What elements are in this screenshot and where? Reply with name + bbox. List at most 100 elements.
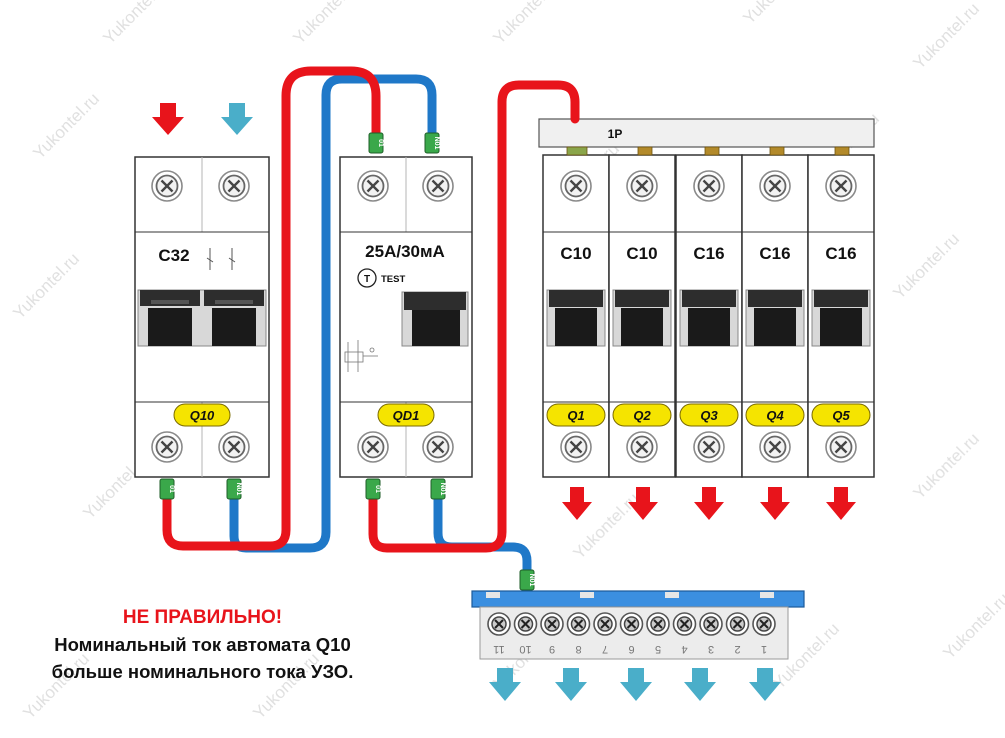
branch-breaker-tag: Q2 bbox=[633, 408, 651, 423]
terminal-screw-icon bbox=[217, 169, 251, 203]
neutral-terminal-screw-icon bbox=[540, 612, 564, 636]
toggle-handle[interactable] bbox=[682, 290, 736, 307]
wire-marker-n01: N01 bbox=[519, 569, 535, 591]
phase-wire-q10-to-rcd bbox=[162, 66, 381, 551]
watermark-text: Yukontel.ru bbox=[99, 0, 173, 48]
wire-marker-label: N01 bbox=[528, 574, 535, 587]
load-out-arrow-icon bbox=[760, 487, 790, 520]
branch-breaker-rating: C16 bbox=[825, 244, 856, 263]
watermark-text: Yukontel.ru bbox=[9, 249, 83, 323]
phase-in-arrow-icon bbox=[152, 103, 184, 135]
terminal-screw-icon bbox=[625, 169, 659, 203]
neutral-terminal-screw-icon bbox=[672, 612, 697, 636]
neutral-terminal-number: 5 bbox=[655, 643, 661, 655]
toggle-handle[interactable] bbox=[615, 290, 669, 307]
rcd-rating: 25A/30мА bbox=[365, 242, 445, 261]
wire-marker-label: N01 bbox=[439, 483, 446, 496]
neutral-terminal-number: 7 bbox=[602, 643, 608, 655]
terminal-screw-icon bbox=[824, 430, 858, 464]
neutral-out-arrow-icon bbox=[620, 668, 652, 701]
wire-marker-n01: N01 bbox=[226, 478, 242, 500]
neutral-terminal-number: 1 bbox=[761, 643, 767, 655]
branch-breaker-rating: C10 bbox=[560, 244, 591, 263]
main-breaker-rating: C32 bbox=[158, 246, 189, 265]
neutral-out-arrow-icon bbox=[684, 668, 716, 701]
neutral-terminal-number: 4 bbox=[681, 643, 687, 655]
terminal-screw-icon bbox=[217, 430, 251, 464]
watermark-text: Yukontel.ru bbox=[29, 89, 103, 163]
rcd-toggle-handle[interactable] bbox=[404, 292, 466, 310]
terminal-screw-icon bbox=[421, 430, 455, 464]
test-label: TEST bbox=[381, 274, 405, 285]
wire-marker-label: N01 bbox=[433, 137, 440, 150]
branch-breaker-rating: C16 bbox=[759, 244, 790, 263]
watermark-text: Yukontel.ru bbox=[909, 0, 983, 73]
neutral-out-arrow-icon bbox=[555, 668, 587, 701]
terminal-screw-icon bbox=[150, 430, 184, 464]
test-button-label: T bbox=[364, 274, 370, 285]
rcd-schematic-icon bbox=[344, 340, 378, 372]
neutral-terminal-number: 11 bbox=[493, 643, 504, 655]
neutral-out-arrow-icon bbox=[489, 668, 521, 701]
terminal-screw-icon bbox=[824, 169, 858, 203]
busbar-label: 1P bbox=[608, 127, 623, 141]
neutral-terminal-screw-icon bbox=[725, 612, 750, 636]
wire-marker-label: N01 bbox=[235, 483, 242, 496]
neutral-terminal-screw-icon bbox=[646, 612, 670, 636]
rcd-tag: QD1 bbox=[393, 408, 420, 423]
terminal-screw-icon bbox=[692, 169, 726, 203]
watermark-text: Yukontel.ru bbox=[889, 229, 963, 303]
neutral-terminal-number: 9 bbox=[549, 643, 555, 655]
output-arrows bbox=[562, 487, 856, 520]
warning-line-2: больше номинального тока УЗО. bbox=[51, 661, 354, 682]
wire-marker-01: 01 bbox=[159, 478, 175, 500]
warning-title: НЕ ПРАВИЛЬНО! bbox=[122, 607, 283, 628]
warning-line-1: Номинальный ток автомата Q10 bbox=[54, 634, 351, 655]
load-out-arrow-icon bbox=[628, 487, 658, 520]
main-breaker-tag: Q10 bbox=[190, 408, 215, 423]
terminal-screw-icon bbox=[356, 169, 390, 203]
branch-breaker-rating: C16 bbox=[693, 244, 724, 263]
neutral-terminal-screw-icon bbox=[487, 612, 511, 636]
neutral-terminal-screw-icon bbox=[513, 612, 538, 636]
toggle-handle[interactable] bbox=[748, 290, 802, 307]
terminal-screw-icon bbox=[356, 430, 390, 464]
branch-breaker-tag: Q4 bbox=[766, 408, 784, 423]
toggle-handle[interactable] bbox=[549, 290, 603, 307]
branch-breaker-tag: Q5 bbox=[832, 408, 850, 423]
test-button[interactable] bbox=[357, 268, 377, 288]
terminal-screw-icon bbox=[559, 430, 593, 464]
terminal-screw-icon bbox=[758, 430, 792, 464]
wire-marker-01: 01 bbox=[365, 478, 381, 500]
warning-caption: НЕ ПРАВИЛЬНО! Номинальный ток автомата Q… bbox=[0, 604, 405, 685]
load-out-arrow-icon bbox=[694, 487, 724, 520]
breaker-schematic-icon bbox=[206, 248, 236, 270]
watermark-text: Yukontel.ru bbox=[489, 0, 563, 48]
terminal-screw-icon bbox=[559, 169, 593, 203]
rcd-qd1: 25A/30мА T TEST QD1 bbox=[339, 156, 473, 478]
neutral-terminal-number: 3 bbox=[708, 643, 714, 655]
neutral-terminal-number: 6 bbox=[628, 643, 634, 655]
terminal-screw-icon bbox=[758, 169, 792, 203]
neutral-terminal-screw-icon bbox=[752, 612, 776, 636]
terminal-screw-icon bbox=[692, 430, 726, 464]
wire-marker-n01: N01 bbox=[430, 478, 446, 500]
load-out-arrow-icon bbox=[562, 487, 592, 520]
neutral-terminal-number: 10 bbox=[519, 643, 531, 655]
neutral-output-arrows bbox=[489, 668, 781, 701]
watermark-text: Yukontel.ru bbox=[909, 429, 983, 503]
load-out-arrow-icon bbox=[826, 487, 856, 520]
wire-marker-label: 01 bbox=[374, 485, 381, 493]
neutral-terminal-number: 2 bbox=[734, 643, 740, 655]
wire-marker-01: 01 bbox=[368, 132, 384, 154]
neutral-terminal-screw-icon bbox=[593, 612, 617, 636]
toggle-handle[interactable] bbox=[814, 290, 868, 307]
wire-marker-n01: N01 bbox=[424, 132, 440, 154]
